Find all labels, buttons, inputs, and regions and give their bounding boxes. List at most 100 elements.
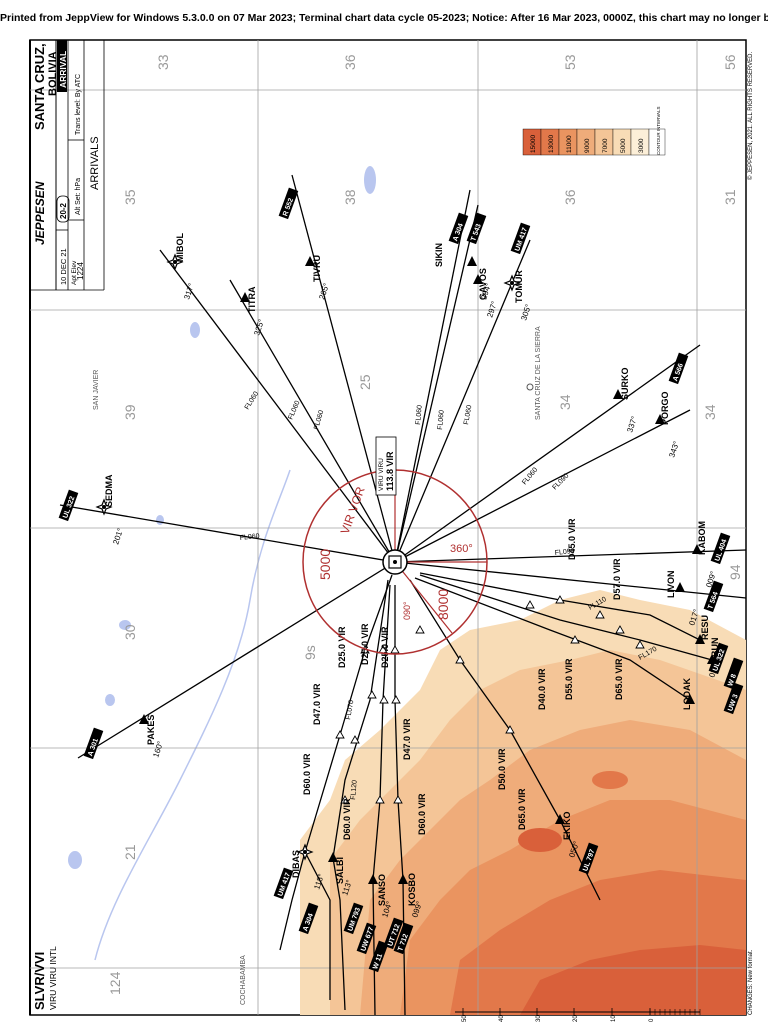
airway-label: W 8 xyxy=(723,657,744,690)
fix-name: EKIKO xyxy=(562,811,572,840)
grid-number: 53 xyxy=(562,54,578,70)
route-line xyxy=(304,574,393,853)
scale-mark: 30 xyxy=(536,1015,542,1022)
dme-label: D57.0 VIR xyxy=(612,558,622,600)
grid-number: 21 xyxy=(122,844,138,860)
right-margin: CHANGES: New format. © JEPPESEN, 2021. A… xyxy=(747,52,754,1015)
dme-fix-triangle xyxy=(335,730,345,739)
alt-set: Alt Set: hPa xyxy=(75,178,82,215)
flight-level-label: FL120 xyxy=(350,780,359,800)
fix-name: TIVRU xyxy=(312,255,322,282)
publisher-logo: JEPPESEN xyxy=(33,181,47,245)
dme-fix-triangle xyxy=(367,690,377,699)
contour-value: 11000 xyxy=(566,135,573,153)
scale-mark: 10 xyxy=(611,1015,617,1022)
grid-number: 36 xyxy=(342,54,358,70)
dme-fix-triangle xyxy=(393,795,403,804)
fix-name: SALBI xyxy=(335,857,345,884)
route-line xyxy=(394,189,471,563)
flight-level-label: FL060 xyxy=(239,533,260,542)
place-santa-cruz: SANTA CRUZ DE LA SIERRA xyxy=(535,326,542,420)
fix-triangle-symbol xyxy=(655,414,665,424)
place-labels: SAN JAVIER SANTA CRUZ DE LA SIERRA COCHA… xyxy=(93,326,542,1005)
changes-note: CHANGES: New format. xyxy=(748,949,754,1015)
dme-label: D47.0 VIR xyxy=(312,683,322,725)
route-line xyxy=(279,851,306,951)
route-line xyxy=(372,879,376,1016)
fix-name: KOSBO xyxy=(407,873,417,906)
route-line xyxy=(414,577,691,701)
apt-elev-value: 1224 xyxy=(76,262,85,280)
grid-number: 25 xyxy=(357,374,373,390)
route-line xyxy=(559,819,601,901)
fix-name: SURKO xyxy=(620,367,630,400)
dme-fix-triangle xyxy=(505,725,515,734)
grid-number: 34 xyxy=(702,404,718,420)
grid-number: 36 xyxy=(562,189,578,205)
dme-fix-triangle xyxy=(375,795,385,804)
fix-name: RESU xyxy=(700,615,710,640)
dme-fix-triangle xyxy=(570,635,580,644)
vor-station xyxy=(382,549,408,575)
chart-title: ARRIVALS xyxy=(89,136,101,190)
city-name: SANTA CRUZ, xyxy=(32,43,47,130)
route-line xyxy=(332,857,346,1011)
country-name: BOLIVIA xyxy=(47,51,59,96)
dme-label: D60.0 VIR xyxy=(417,793,427,835)
vor-frequency: 113.8 VIR xyxy=(385,451,395,491)
chart-page-number: 20-2 xyxy=(59,202,68,219)
contour-value: 15000 xyxy=(530,135,537,153)
scale-mark: 40 xyxy=(499,1015,505,1022)
dme-label: D60.0 VIR xyxy=(342,798,352,840)
dme-fix-triangle xyxy=(379,695,389,704)
dme-label: D45.0 VIR xyxy=(567,518,577,560)
dme-fix-triangle xyxy=(635,640,645,649)
copyright: © JEPPESEN, 2021. ALL RIGHTS RESERVED. xyxy=(747,52,754,180)
icao-iata-code: SLVR/VVI xyxy=(32,952,47,1010)
dme-fix-triangle xyxy=(525,600,535,609)
fix-triangle-symbol xyxy=(328,852,338,862)
dme-label: D25.0 VIR xyxy=(360,623,370,665)
route-line xyxy=(394,549,747,563)
dme-label: D25.0 VIR xyxy=(380,626,390,668)
route-line xyxy=(77,561,396,759)
fix-triangle-symbol xyxy=(398,874,408,884)
dme-fix-triangle xyxy=(595,610,605,619)
print-notice-header: Printed from JeppView for Windows 5.3.0.… xyxy=(0,12,768,24)
fix-triangle-symbol xyxy=(467,256,477,266)
grid-number: 9s xyxy=(302,645,318,660)
fix-triangle-symbol xyxy=(139,714,149,724)
grid-number: 30 xyxy=(122,624,138,640)
contour-value: 7000 xyxy=(602,138,609,153)
fix-triangle-symbol xyxy=(692,544,702,554)
fix-name: MIBOL xyxy=(175,233,185,262)
route-line xyxy=(419,574,713,661)
fix-lodak: LODAK xyxy=(682,678,695,710)
grid-number: 38 xyxy=(342,189,358,205)
chart-date: 10 DEC 21 xyxy=(59,248,68,285)
lat-lon-grid xyxy=(30,40,746,1015)
fix-name: SANSO xyxy=(377,874,387,906)
route-line xyxy=(394,561,747,599)
dme-label: D40.0 VIR xyxy=(537,668,547,710)
dme-label: D55.0 VIR xyxy=(564,658,574,700)
vor-info-box: VIRU VIRU 113.8 VIR xyxy=(375,436,397,496)
contour-value: 9000 xyxy=(584,138,591,153)
contour-value: 13000 xyxy=(548,135,555,153)
fix-name: SIKIN xyxy=(434,243,444,267)
contour-value: 3000 xyxy=(638,138,645,153)
fix-triangle-symbol xyxy=(240,292,250,302)
fix-name: KABOM xyxy=(697,521,707,555)
header-text-group: SANTA CRUZ, BOLIVIA ARRIVAL JEPPESEN 10 … xyxy=(32,40,101,1010)
vor-name: VIRU VIRU xyxy=(378,458,385,491)
route-line xyxy=(394,585,404,881)
dme-label: D60.0 VIR xyxy=(302,753,312,795)
route-line xyxy=(59,504,396,563)
lakes xyxy=(68,166,376,869)
fix-name: GAVOS xyxy=(478,268,488,300)
river xyxy=(94,469,291,961)
fix-triangle-symbol xyxy=(368,874,378,884)
contour-value: 5000 xyxy=(620,138,627,153)
